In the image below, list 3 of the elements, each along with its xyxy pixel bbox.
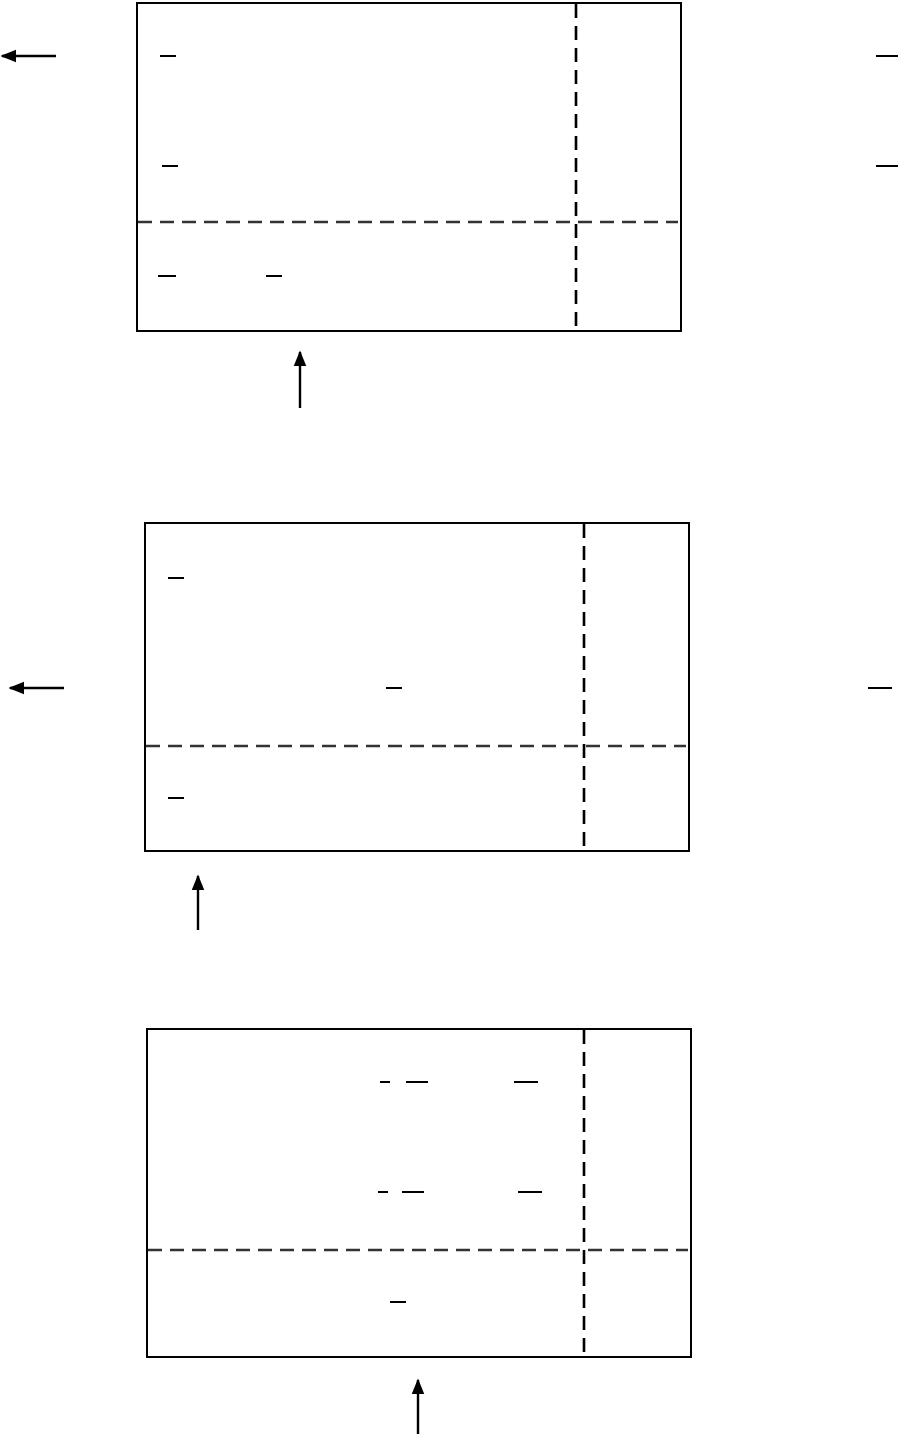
- tableau-box: [144, 522, 690, 852]
- tableau-box: [146, 1028, 692, 1358]
- tableau-box: [136, 2, 682, 332]
